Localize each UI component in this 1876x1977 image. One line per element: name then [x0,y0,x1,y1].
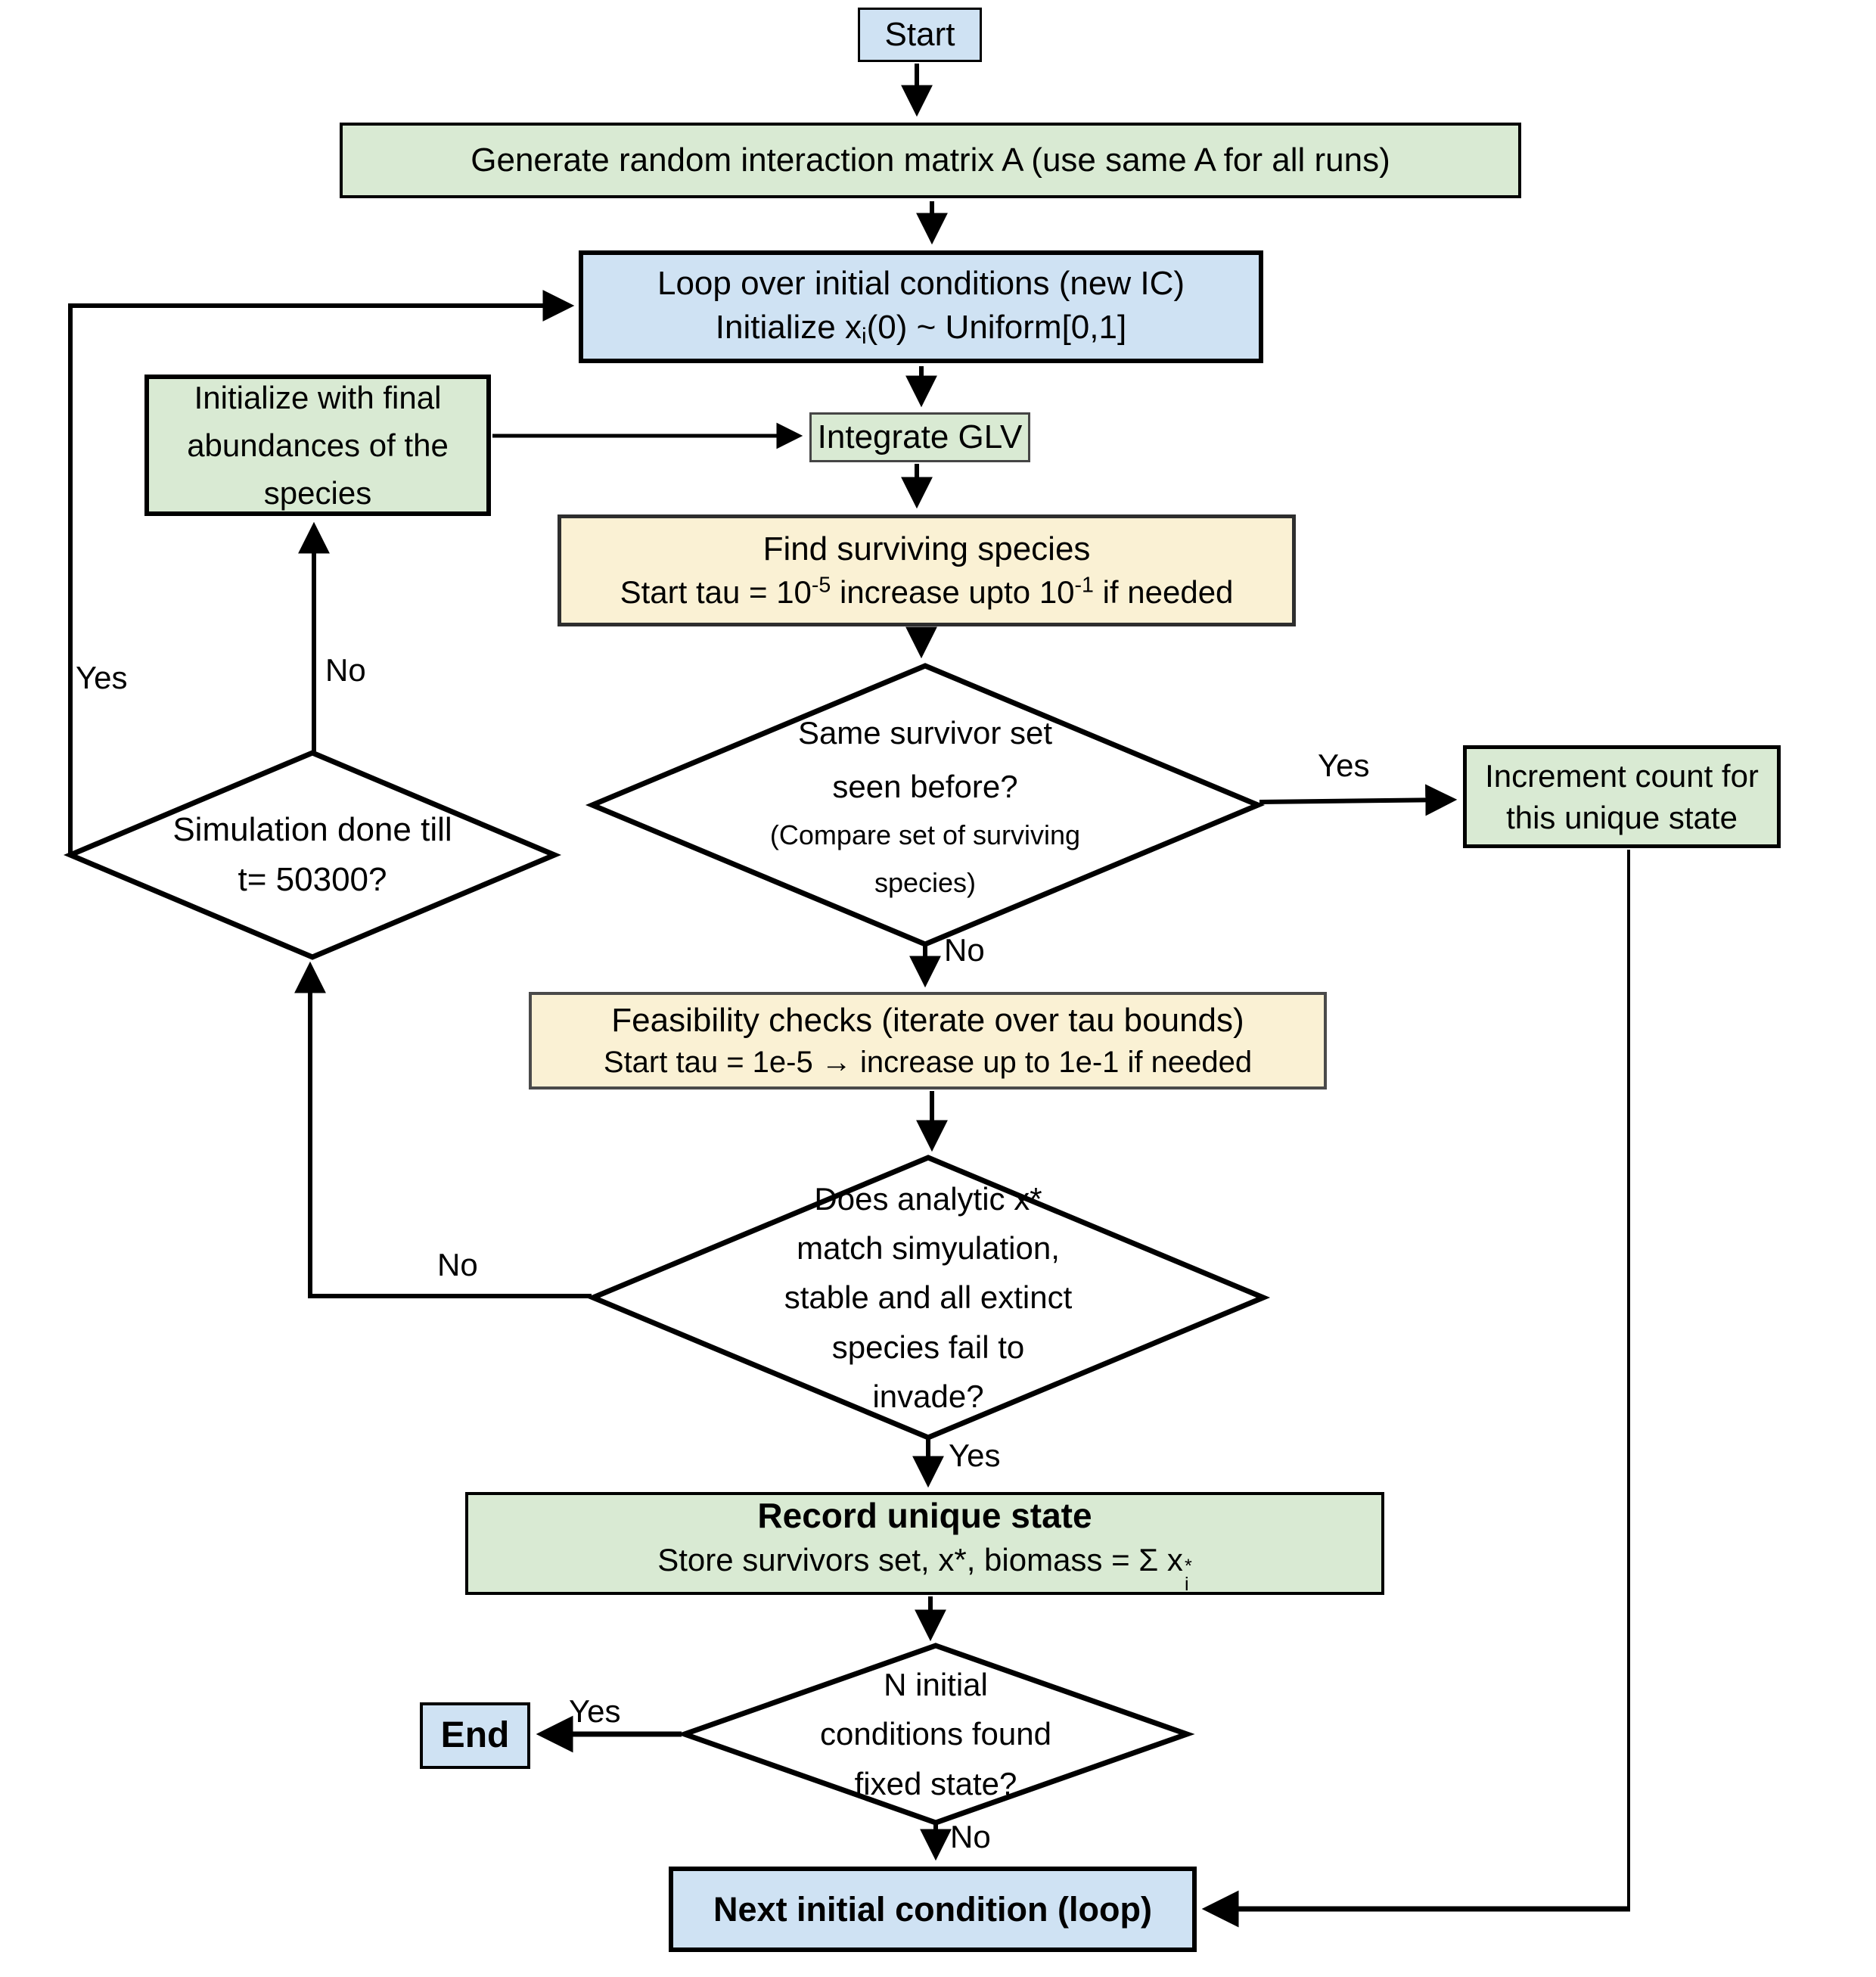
next-initial-condition-label: Next initial condition (loop) [713,1889,1152,1929]
end-label: End [440,1715,510,1756]
record-unique-state-node: Record unique state Store survivors set,… [465,1492,1384,1595]
loop-line2: Initialize xi(0) ~ Uniform[0,1] [716,306,1126,352]
loop-line2-sub: i [861,324,867,350]
feasibility-checks-node: Feasibility checks (iterate over tau bou… [529,992,1327,1090]
edge-label-simulation-yes: Yes [76,660,128,695]
record-line2-supsub: *i [1184,1556,1192,1596]
record-line2-sub: i [1184,1574,1189,1596]
find-line2-post: if needed [1093,574,1234,611]
find-line2-pre: Start tau = 10 [620,574,812,611]
integrate-glv-label: Integrate GLV [817,418,1023,455]
feasibility-line1: Feasibility checks (iterate over tau bou… [611,1002,1244,1040]
record-line1: Record unique state [757,1495,1092,1535]
analytic-diamond-shape [585,1155,1271,1441]
edge-label-simulation-no: No [325,652,366,688]
increment-count-node: Increment count for this unique state [1463,745,1781,848]
find-line2-mid: increase upto 10 [831,574,1075,611]
arrow-analytic-no-to-simulation [294,961,592,1298]
loop-line2-post: (0) ~ Uniform[0,1] [866,309,1127,347]
edge-label-analytic-no: No [437,1247,478,1282]
increment-line1: Increment count for [1485,757,1759,794]
edge-label-survivor-yes: Yes [1318,748,1370,783]
simulation-diamond-shape [63,750,562,960]
generate-matrix-label: Generate random interaction matrix A (us… [471,141,1390,179]
edge-label-analytic-yes: Yes [949,1438,1001,1473]
loop-initial-conditions-node: Loop over initial conditions (new IC) In… [579,250,1263,363]
survivor-diamond-shape [585,663,1266,947]
initialize-final-abundances-label: Initialize with final abundances of the … [187,380,449,511]
record-line2: Store survivors set, x*, biomass = Σ x*i [657,1539,1192,1595]
edge-label-nic-no: No [950,1819,991,1854]
edge-label-nic-yes: Yes [569,1693,621,1729]
integrate-glv-node: Integrate GLV [809,412,1030,462]
find-surviving-species-node: Find surviving species Start tau = 10-5 … [558,514,1296,626]
feasibility-line2: Start tau = 1e-5 → increase up to 1e-1 i… [603,1046,1253,1080]
generate-matrix-node: Generate random interaction matrix A (us… [340,123,1521,198]
edge-label-survivor-no: No [944,932,985,968]
record-line2-sup: * [1184,1556,1192,1578]
increment-line2: this unique state [1506,800,1738,835]
end-node: End [420,1702,530,1769]
record-line2-pre: Store survivors set, x*, biomass = Σ x [657,1541,1183,1578]
arrow-simulation-yes-to-loop [68,290,575,853]
next-initial-condition-node: Next initial condition (loop) [669,1867,1197,1952]
find-line2-sup2: -1 [1074,574,1094,598]
find-line2: Start tau = 10-5 increase upto 10-1 if n… [620,571,1234,613]
start-node: Start [858,8,982,62]
loop-line1: Loop over initial conditions (new IC) [657,265,1185,303]
find-line2-sup1: -5 [811,574,831,598]
arrow-survivor-yes-to-increment [1259,784,1458,816]
find-line1: Find surviving species [763,530,1091,568]
start-label: Start [884,15,955,53]
initialize-final-abundances-node: Initialize with final abundances of the … [144,375,491,516]
loop-line2-pre: Initialize x [715,309,862,347]
nic-diamond-shape [676,1643,1195,1826]
